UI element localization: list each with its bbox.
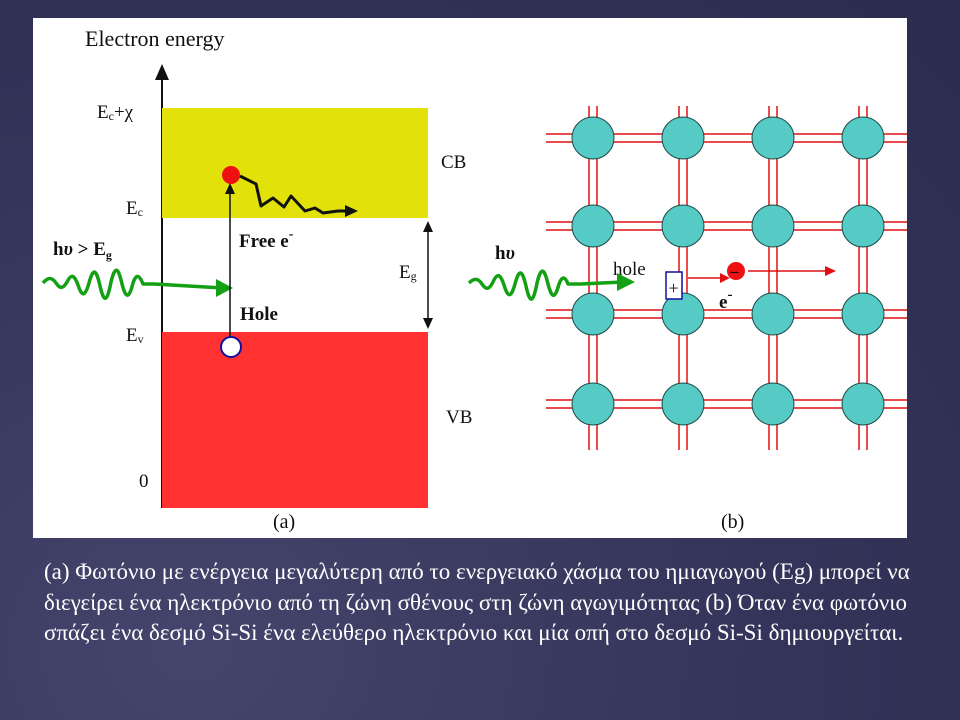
photon-wave-a	[41, 268, 224, 300]
si-atom	[571, 292, 615, 336]
plus-sign: +	[669, 278, 679, 298]
thermalization-path	[239, 174, 351, 215]
si-atom	[751, 382, 795, 426]
si-atom	[661, 204, 705, 248]
si-atom	[841, 204, 885, 248]
electron-b-label: e-	[719, 287, 732, 313]
panel-a-label: (a)	[273, 511, 295, 533]
si-lattice	[546, 106, 907, 450]
si-atom	[841, 382, 885, 426]
si-atom	[571, 116, 615, 160]
valence-band	[162, 332, 428, 508]
si-atom	[661, 292, 705, 336]
si-atom	[661, 116, 705, 160]
electron-b-dot	[727, 262, 745, 280]
energy-axis-arrowhead	[155, 64, 169, 80]
hole-box	[665, 271, 683, 300]
ec-chi-label: Ec+χ	[97, 102, 134, 123]
y-axis-label: Electron energy	[85, 26, 224, 51]
si-atom	[751, 204, 795, 248]
hole-b-label: hole	[613, 259, 646, 280]
photon-arrowhead-b	[617, 273, 635, 291]
free-electron-label: Free e-	[239, 227, 294, 252]
photon-arrowhead-a	[216, 279, 233, 297]
free-electron-dot	[222, 166, 240, 184]
si-atom	[841, 116, 885, 160]
zero-label: 0	[139, 471, 149, 492]
photon-condition-label: hυ > Eg	[53, 239, 112, 262]
si-atom	[841, 292, 885, 336]
figure-panel: Electron energy Ec+χ Ec Ev 0 hυ > Eg Fre…	[33, 18, 907, 538]
si-atom	[661, 382, 705, 426]
si-atom	[751, 292, 795, 336]
band-diagram: Electron energy Ec+χ Ec Ev 0 hυ > Eg Fre…	[41, 26, 907, 533]
ev-label: Ev	[126, 325, 144, 346]
cb-label: CB	[441, 152, 466, 173]
hole-dot	[220, 336, 242, 358]
si-atom	[751, 116, 795, 160]
eg-label: Eg	[399, 262, 417, 283]
ec-label: Ec	[126, 198, 143, 219]
si-atom	[571, 382, 615, 426]
panel-b-label: (b)	[721, 511, 744, 533]
minus-sign: –	[730, 263, 740, 280]
si-atom	[571, 204, 615, 248]
hole-label: Hole	[240, 304, 278, 325]
vb-label: VB	[446, 407, 472, 428]
figure-caption: (a) Φωτόνιο με ενέργεια μεγαλύτερη από τ…	[44, 559, 910, 645]
photon-b-label: hυ	[495, 243, 515, 264]
photon-wave-b	[467, 269, 624, 301]
